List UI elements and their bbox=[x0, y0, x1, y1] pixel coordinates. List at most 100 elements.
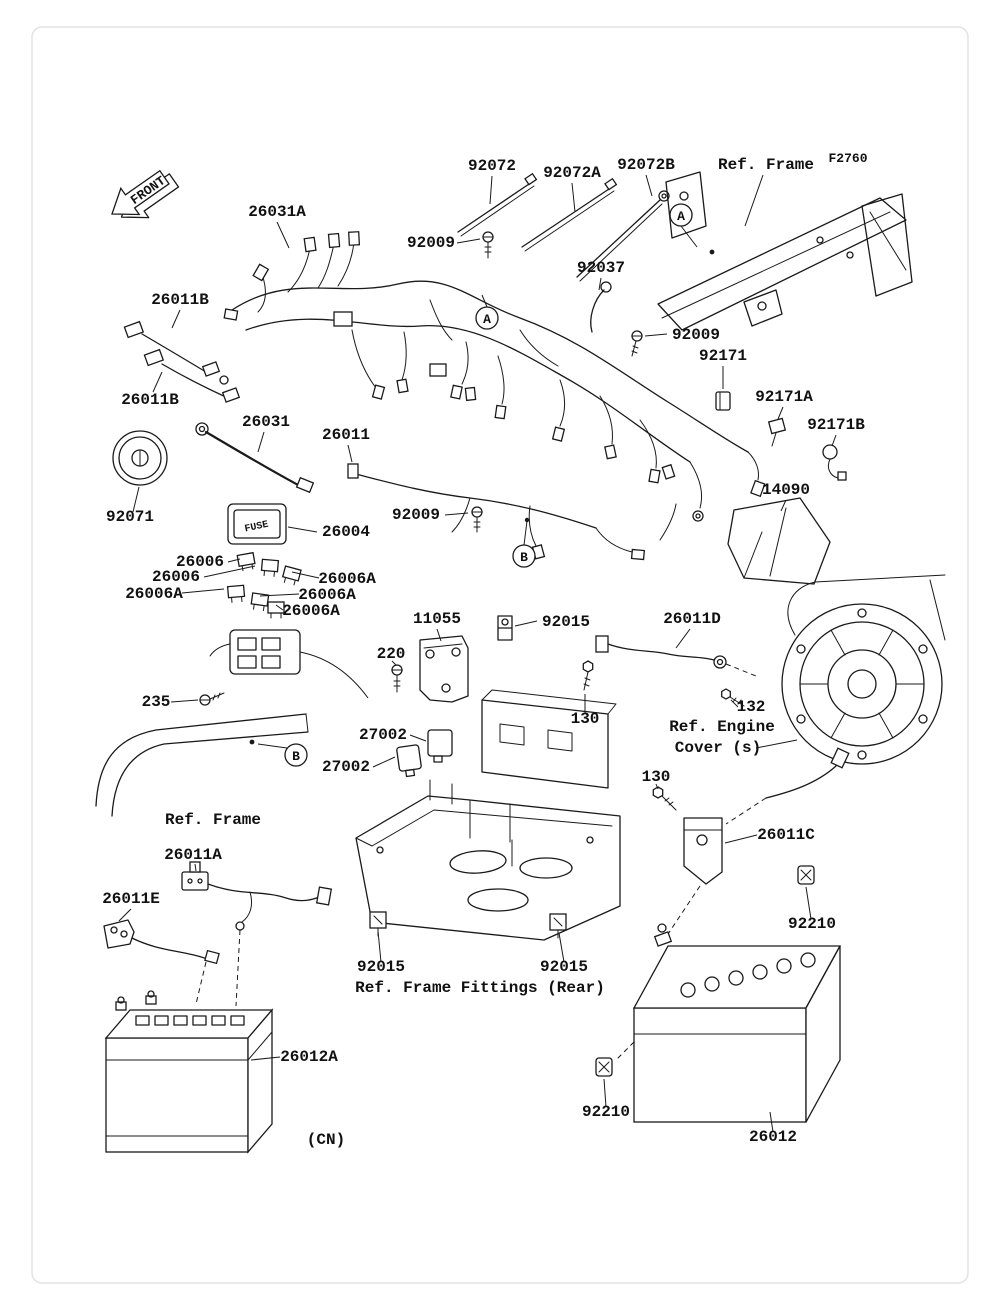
part-label-92009-3: 92009 bbox=[392, 506, 440, 524]
battery-tray-drawing bbox=[355, 689, 621, 941]
battery-26012 bbox=[632, 923, 842, 1123]
clamp-92015-right bbox=[549, 913, 567, 939]
part-label-132: 132 bbox=[737, 698, 766, 716]
part-label-26011d: 26011D bbox=[663, 610, 721, 628]
front-arrow: FRONT bbox=[111, 169, 180, 219]
region-code: (CN) bbox=[307, 1131, 345, 1149]
bolt-130-1 bbox=[582, 660, 594, 691]
part-label-ref-engine-1: Ref. Engine bbox=[669, 718, 775, 736]
marker-a2-text: A bbox=[483, 312, 491, 327]
fuses bbox=[226, 551, 302, 619]
part-label-26006-2: 26006 bbox=[152, 568, 200, 586]
part-label-ref-frame-top: Ref. Frame bbox=[718, 156, 814, 174]
part-label-92037: 92037 bbox=[577, 259, 625, 277]
part-label-92072: 92072 bbox=[468, 157, 516, 175]
part-label-ref-engine-2: Cover (s) bbox=[675, 739, 761, 757]
figure-code: F2760 bbox=[828, 151, 867, 166]
clip-92171 bbox=[715, 391, 731, 411]
cable-26011a bbox=[181, 861, 333, 931]
screw-92009-2 bbox=[631, 330, 643, 357]
part-label-92015-3: 92015 bbox=[540, 958, 588, 976]
cable-tie-92072 bbox=[457, 172, 538, 237]
part-label-26006-1: 26006 bbox=[176, 553, 224, 571]
relays-27002 bbox=[396, 729, 513, 867]
scan-border bbox=[31, 26, 969, 1284]
part-label-220: 220 bbox=[377, 645, 406, 663]
main-harness-drawing bbox=[223, 231, 766, 561]
engine-cover-drawing bbox=[781, 574, 946, 765]
section-marker-a-1: A bbox=[669, 203, 693, 227]
screw-220 bbox=[391, 664, 403, 693]
part-label-92171a: 92171A bbox=[755, 388, 813, 406]
part-label-92009-2: 92009 bbox=[672, 326, 720, 344]
part-label-14090: 14090 bbox=[762, 481, 810, 499]
part-label-92071: 92071 bbox=[106, 508, 154, 526]
cable-tie-92037 bbox=[590, 281, 612, 333]
section-marker-a-2: A bbox=[475, 306, 499, 330]
marker-b2-text: B bbox=[292, 749, 300, 764]
part-label-92015-1: 92015 bbox=[542, 613, 590, 631]
fuse-box-26004: FUSE bbox=[227, 503, 287, 545]
part-label-26031a: 26031A bbox=[248, 203, 306, 221]
marker-a1-text: A bbox=[677, 209, 685, 224]
part-label-26006a-4: 26006A bbox=[282, 602, 340, 620]
part-label-26011: 26011 bbox=[322, 426, 370, 444]
clip-92171b bbox=[822, 444, 847, 481]
terminal-cover-92210-2 bbox=[595, 1041, 635, 1077]
part-label-26011e: 26011E bbox=[102, 890, 160, 908]
part-label-ref-frame-fittings: Ref. Frame Fittings (Rear) bbox=[355, 979, 605, 997]
junction-block bbox=[209, 629, 369, 699]
leader-lines bbox=[118, 174, 837, 1133]
part-label-27002-2: 27002 bbox=[322, 758, 370, 776]
cables-26011b bbox=[123, 320, 241, 403]
cable-26031 bbox=[195, 422, 315, 494]
screw-92009-3 bbox=[471, 506, 483, 533]
battery-26012a bbox=[104, 990, 274, 1154]
clip-92171a bbox=[767, 417, 787, 447]
part-label-26011a: 26011A bbox=[164, 846, 222, 864]
part-label-ref-frame-left: Ref. Frame bbox=[165, 811, 261, 829]
part-label-26031: 26031 bbox=[242, 413, 290, 431]
part-label-235: 235 bbox=[142, 693, 171, 711]
section-marker-b-1: B bbox=[512, 544, 536, 568]
part-label-130-1: 130 bbox=[571, 710, 600, 728]
part-label-92210-2: 92210 bbox=[582, 1103, 630, 1121]
screw-235 bbox=[199, 692, 225, 706]
part-label-92015-2: 92015 bbox=[357, 958, 405, 976]
terminal-cover-92210-1 bbox=[797, 865, 815, 885]
cable-26011d bbox=[595, 635, 757, 677]
part-label-92210-1: 92210 bbox=[788, 915, 836, 933]
bolt-130-2 bbox=[652, 786, 677, 811]
frame-tube-left bbox=[95, 713, 309, 817]
part-label-27002-1: 27002 bbox=[359, 726, 407, 744]
part-label-92072a: 92072A bbox=[543, 164, 601, 182]
part-label-26012: 26012 bbox=[749, 1128, 797, 1146]
cover-14090 bbox=[727, 497, 831, 585]
bracket-26011c bbox=[667, 747, 850, 935]
part-label-26011b-1: 26011B bbox=[151, 291, 209, 309]
part-label-26006a-3: 26006A bbox=[298, 586, 356, 604]
part-label-92171b: 92171B bbox=[807, 416, 865, 434]
part-label-26006a-2: 26006A bbox=[125, 585, 183, 603]
part-labels: 92072 92072A 92072B Ref. Frame F2760 260… bbox=[102, 151, 868, 1149]
cable-tie-92072a bbox=[521, 177, 618, 252]
grommet-92071 bbox=[112, 430, 168, 486]
part-label-26011b-2: 26011B bbox=[121, 391, 179, 409]
fuse-box-text: FUSE bbox=[244, 520, 270, 536]
bracket-11055 bbox=[419, 635, 469, 703]
marker-b1-text: B bbox=[520, 550, 528, 565]
part-label-26012a: 26012A bbox=[280, 1048, 338, 1066]
frame-rail-drawing bbox=[657, 171, 913, 331]
part-label-92072b: 92072B bbox=[617, 156, 675, 174]
part-label-92009-1: 92009 bbox=[407, 234, 455, 252]
bolt-132 bbox=[721, 688, 745, 707]
clamp-92015-left bbox=[369, 911, 387, 937]
part-label-130-2: 130 bbox=[642, 768, 671, 786]
part-label-26006a-1: 26006A bbox=[318, 570, 376, 588]
part-label-92171: 92171 bbox=[699, 347, 747, 365]
part-label-26004: 26004 bbox=[322, 523, 370, 541]
cable-tie-92072b bbox=[576, 190, 670, 282]
screw-92009-1 bbox=[482, 231, 494, 259]
